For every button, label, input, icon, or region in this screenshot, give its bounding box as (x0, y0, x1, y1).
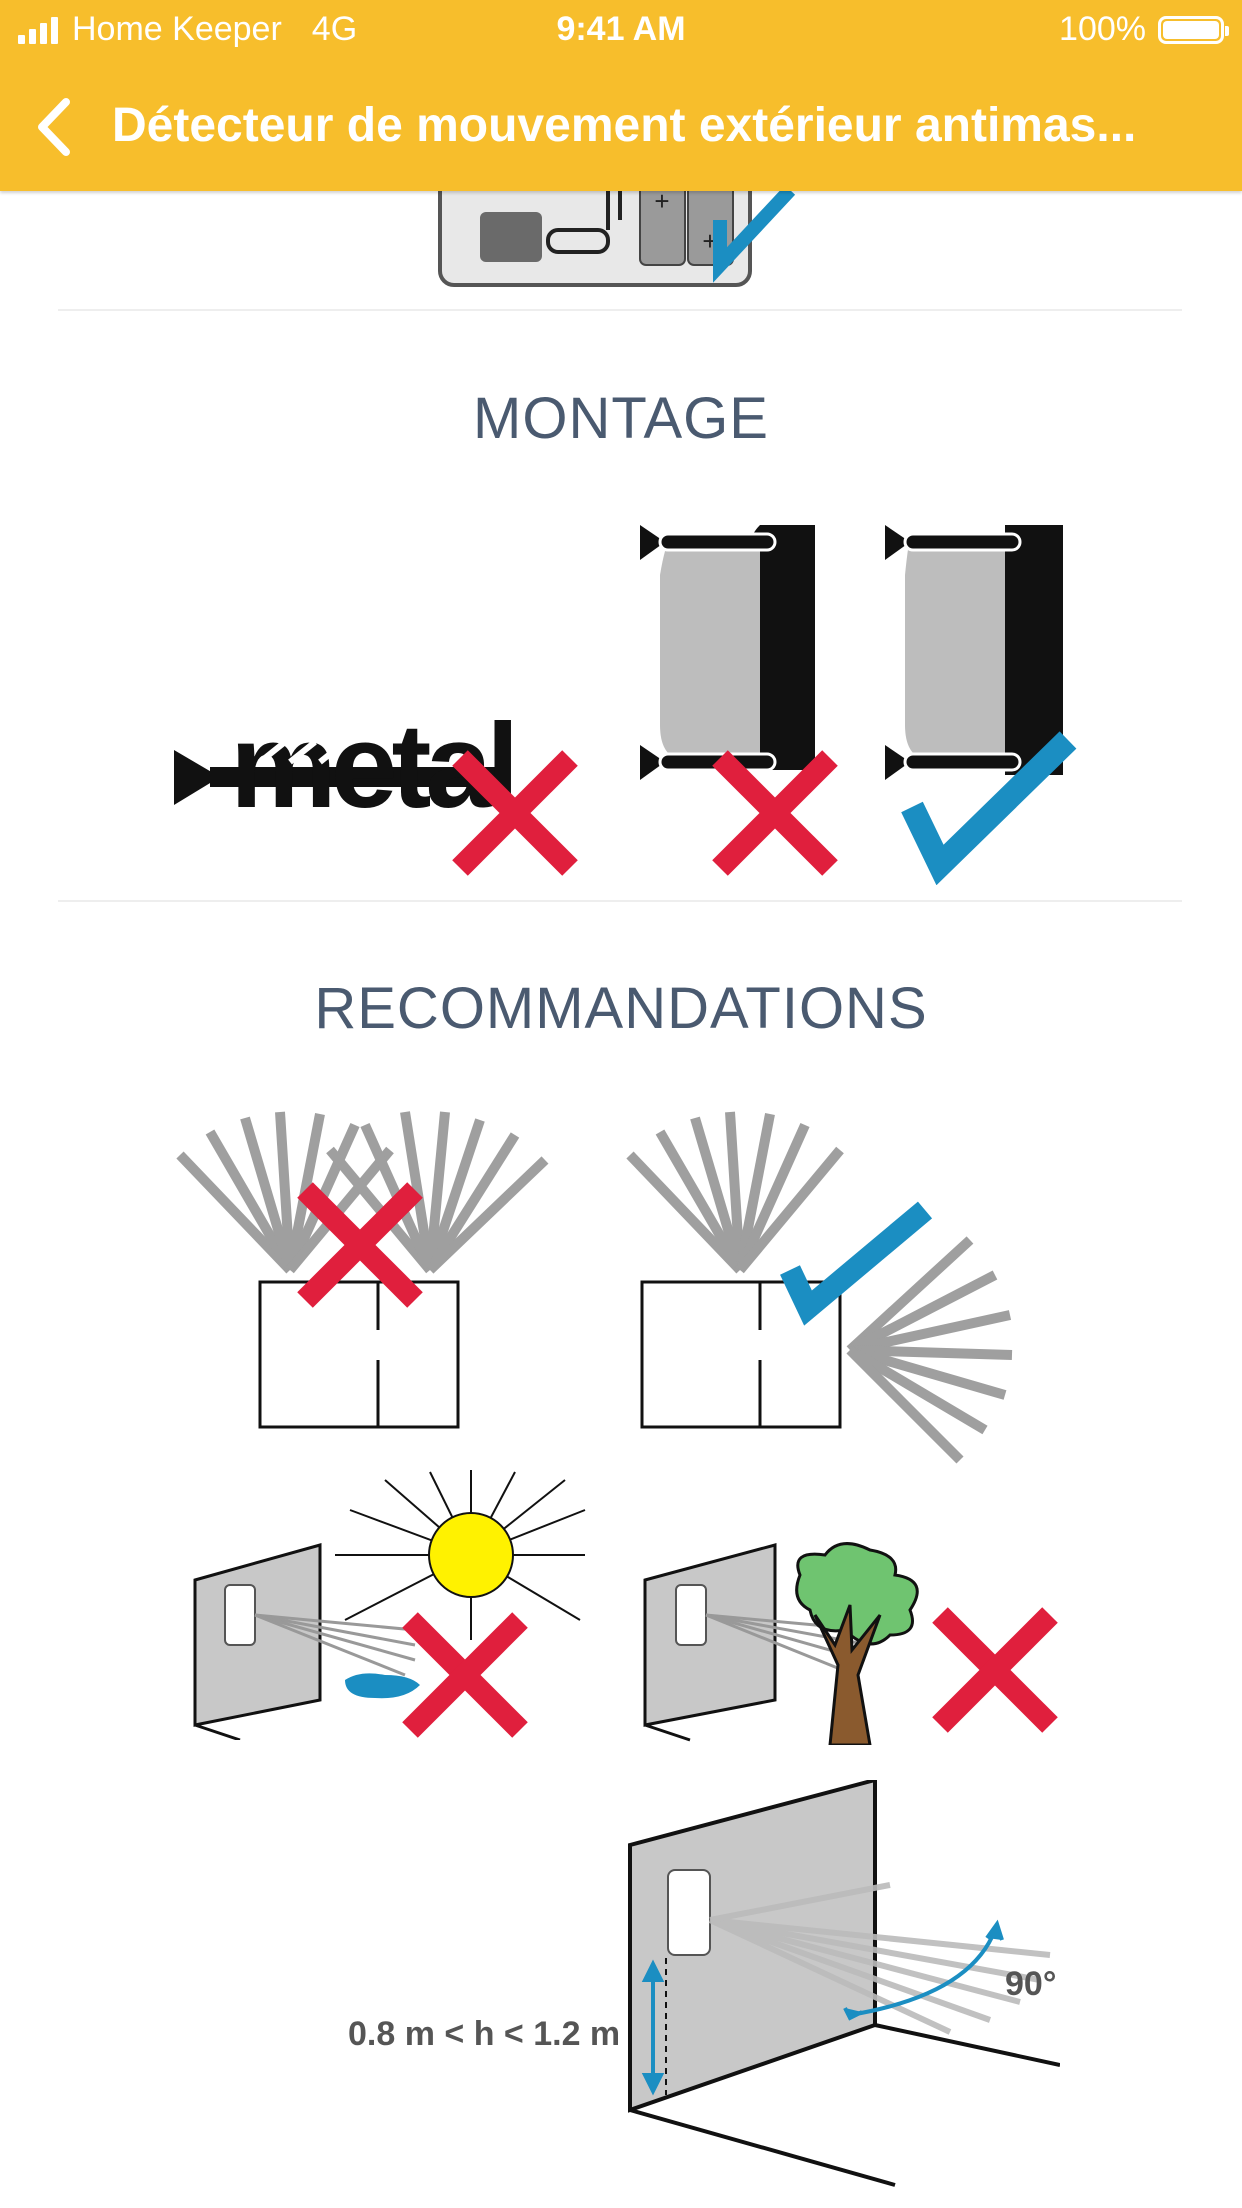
height-arrow-icon (641, 1959, 665, 2096)
carrier-label: Home Keeper (72, 10, 282, 48)
cross-icon (932, 1607, 1058, 1733)
cross-icon (402, 1612, 528, 1738)
uneven-wall-mount-icon (640, 525, 815, 780)
mounting-height-illustration: 90° 0.8 m < h < 1.2 m (348, 1780, 1060, 2187)
status-bar: Home Keeper 4G 9:41 AM 100% (0, 0, 1242, 62)
mounting-illustration: metal (174, 525, 1077, 885)
cross-icon (452, 750, 578, 876)
sun-interference-illustration (193, 1470, 586, 1740)
tree-icon (795, 1542, 919, 1745)
tree-interference-illustration (643, 1542, 1058, 1745)
angle-arrow-icon (843, 1919, 1004, 2021)
flat-wall-mount-icon (885, 525, 1063, 780)
section-title-recommandations: RECOMMANDATIONS (314, 976, 928, 1041)
divider (58, 309, 1182, 311)
check-icon (901, 731, 1077, 885)
angle-label: 90° (1005, 1965, 1056, 2003)
header-bar: Home Keeper 4G 9:41 AM 100% Détecteur de… (0, 0, 1242, 191)
cross-icon (712, 750, 838, 876)
page-title: Détecteur de mouvement extérieur antimas… (112, 99, 1137, 152)
network-label: 4G (311, 10, 358, 48)
metal-screw-icon: metal (174, 699, 519, 833)
divider (58, 900, 1182, 902)
chevron-left-icon[interactable] (28, 92, 88, 162)
floorplan-correct-coverage (626, 1111, 1013, 1464)
sun-icon (335, 1470, 586, 1640)
svg-text:+: + (654, 186, 669, 216)
battery-icon (1158, 15, 1229, 44)
section-title-montage: MONTAGE (473, 386, 769, 451)
floorplan-wrong-overlap (176, 1111, 549, 1429)
check-icon (780, 1201, 933, 1326)
battery-percent: 100% (1059, 10, 1146, 48)
navigation-bar: Détecteur de mouvement extérieur antimas… (0, 62, 1242, 191)
signal-icon (18, 16, 62, 44)
clock: 9:41 AM (556, 10, 686, 48)
cross-icon (297, 1182, 423, 1308)
height-label: 0.8 m < h < 1.2 m (348, 2015, 620, 2053)
